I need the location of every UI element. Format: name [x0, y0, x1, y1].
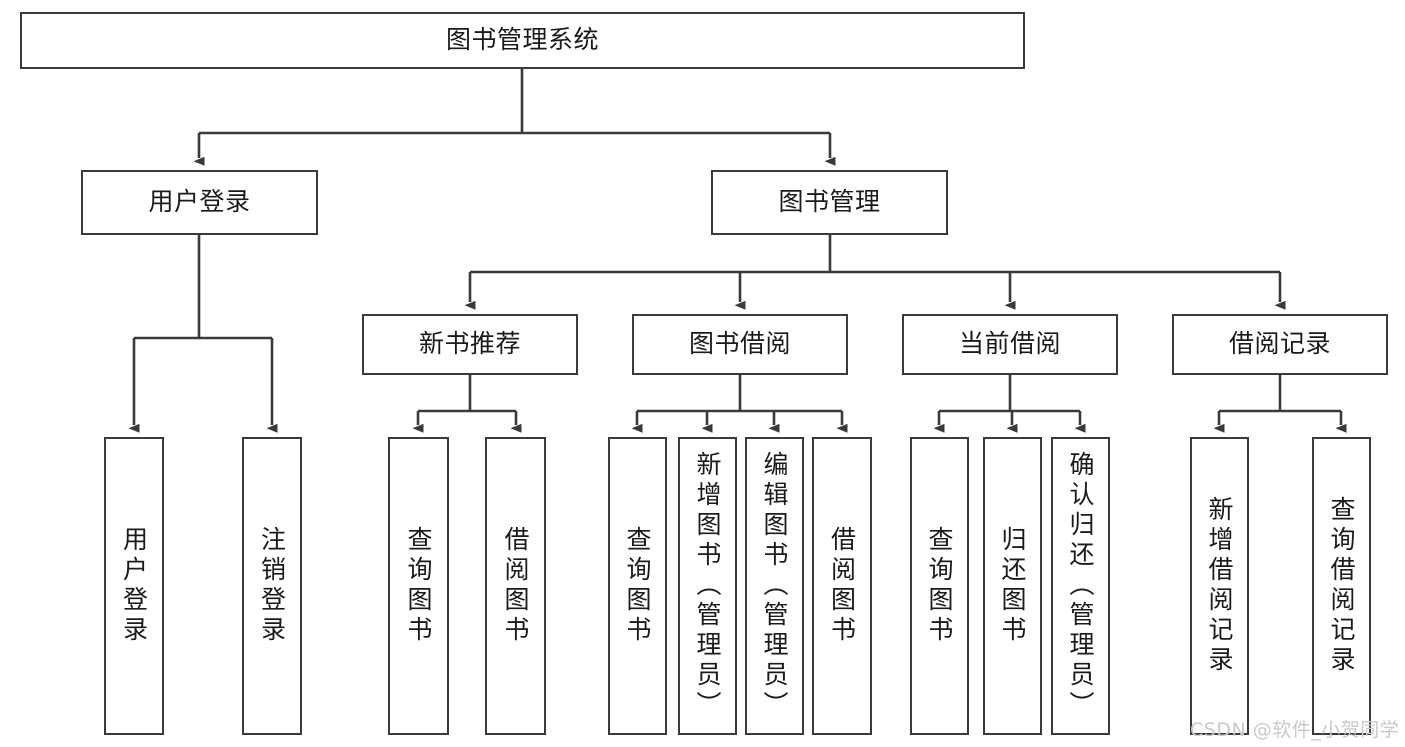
node-root-label: 图书管理系统 — [445, 25, 599, 55]
node-current-borrow[interactable]: 当前借阅 — [902, 314, 1118, 375]
node-leaf-edit-book-label: 编辑图书（管理员） — [760, 451, 789, 721]
node-leaf-confirm-return-label: 确认归还（管理员） — [1066, 451, 1095, 721]
node-book-borrow[interactable]: 图书借阅 — [632, 314, 848, 375]
node-leaf-query-book-current[interactable]: 查询图书 — [910, 437, 969, 735]
node-leaf-user-logout[interactable]: 注销登录 — [242, 437, 302, 735]
node-book-manage[interactable]: 图书管理 — [711, 170, 948, 235]
node-leaf-borrow-book-label: 借阅图书 — [827, 526, 857, 646]
node-leaf-borrow-book-rec[interactable]: 借阅图书 — [485, 437, 546, 735]
node-leaf-add-record-label: 新增借阅记录 — [1205, 496, 1234, 676]
node-leaf-confirm-return[interactable]: 确认归还（管理员） — [1051, 437, 1110, 735]
node-leaf-query-book-rec-label: 查询图书 — [404, 526, 433, 646]
csdn-watermark: CSDN @软件_小贺同学 — [1190, 719, 1400, 741]
node-user-login-label: 用户登录 — [148, 187, 251, 217]
node-leaf-edit-book[interactable]: 编辑图书（管理员） — [745, 437, 804, 735]
node-leaf-query-book-current-label: 查询图书 — [925, 526, 954, 646]
node-current-borrow-label: 当前借阅 — [958, 329, 1061, 359]
node-leaf-query-record-label: 查询借阅记录 — [1327, 496, 1356, 676]
node-book-borrow-label: 图书借阅 — [688, 329, 791, 359]
node-leaf-query-book-rec[interactable]: 查询图书 — [388, 437, 449, 735]
node-leaf-return-book[interactable]: 归还图书 — [983, 437, 1042, 735]
node-user-login[interactable]: 用户登录 — [81, 170, 318, 235]
node-leaf-user-login-label: 用户登录 — [119, 526, 149, 646]
node-leaf-borrow-book-rec-label: 借阅图书 — [501, 526, 530, 646]
node-leaf-return-book-label: 归还图书 — [998, 526, 1027, 646]
node-root[interactable]: 图书管理系统 — [20, 12, 1025, 69]
node-leaf-add-record[interactable]: 新增借阅记录 — [1190, 437, 1249, 735]
node-borrow-record-label: 借阅记录 — [1228, 329, 1331, 359]
node-borrow-record[interactable]: 借阅记录 — [1172, 314, 1388, 375]
node-leaf-add-book-label: 新增图书（管理员） — [693, 451, 722, 721]
node-leaf-query-record[interactable]: 查询借阅记录 — [1312, 437, 1371, 735]
node-leaf-add-book[interactable]: 新增图书（管理员） — [678, 437, 737, 735]
node-new-book-rec[interactable]: 新书推荐 — [362, 314, 578, 375]
node-leaf-user-login[interactable]: 用户登录 — [104, 437, 164, 735]
node-leaf-user-logout-label: 注销登录 — [257, 526, 287, 646]
node-leaf-query-book-borrow[interactable]: 查询图书 — [608, 437, 667, 735]
node-leaf-borrow-book[interactable]: 借阅图书 — [812, 437, 872, 735]
node-new-book-rec-label: 新书推荐 — [418, 329, 521, 359]
node-book-manage-label: 图书管理 — [778, 187, 881, 217]
node-leaf-query-book-borrow-label: 查询图书 — [623, 526, 652, 646]
